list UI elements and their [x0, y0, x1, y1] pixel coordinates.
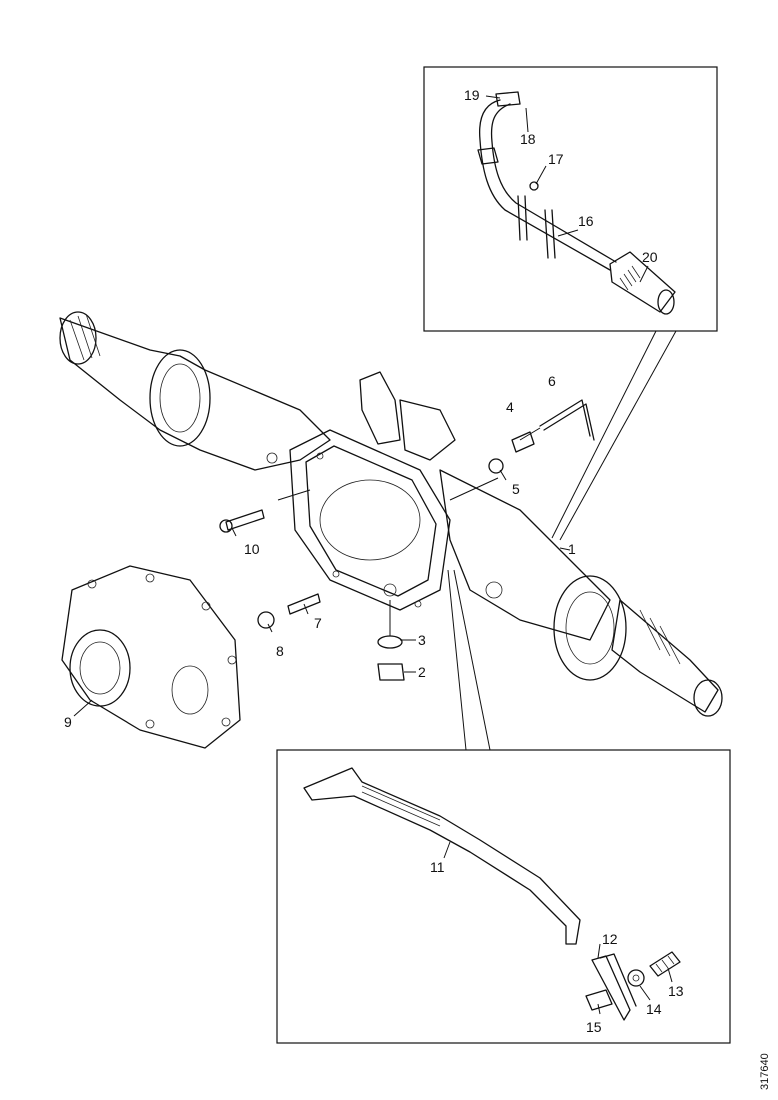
callout-16: 16 — [578, 213, 594, 229]
inset-top-pointer — [551, 330, 677, 541]
callout-14: 14 — [646, 1001, 662, 1017]
inset-bottom-tube — [276, 749, 731, 1044]
callout-8: 8 — [276, 643, 284, 659]
callout-13: 13 — [668, 983, 684, 999]
callout-15: 15 — [586, 1019, 602, 1035]
inset-bottom-pointer — [447, 569, 491, 751]
callout-1: 1 — [568, 541, 576, 557]
callout-12: 12 — [602, 931, 618, 947]
callout-6: 6 — [548, 373, 556, 389]
callout-11: 11 — [430, 859, 445, 875]
inset-top-breather — [423, 66, 718, 332]
callout-9: 9 — [64, 714, 72, 730]
callout-19: 19 — [464, 87, 480, 103]
callout-4: 4 — [506, 399, 514, 415]
callout-labels: 1 2 3 4 5 6 7 8 9 10 11 12 13 14 15 16 1… — [64, 87, 684, 1035]
callout-2: 2 — [418, 664, 426, 680]
callout-20: 20 — [642, 249, 658, 265]
callout-3: 3 — [418, 632, 426, 648]
callout-7: 7 — [314, 615, 322, 631]
figure-reference-code: 317640 — [759, 1053, 771, 1090]
main-small-parts — [219, 399, 595, 681]
axle-housing — [59, 311, 723, 717]
callout-10: 10 — [244, 541, 260, 557]
callout-17: 17 — [548, 151, 564, 167]
callout-5: 5 — [512, 481, 520, 497]
callout-18: 18 — [520, 131, 536, 147]
differential-carrier — [61, 565, 241, 749]
